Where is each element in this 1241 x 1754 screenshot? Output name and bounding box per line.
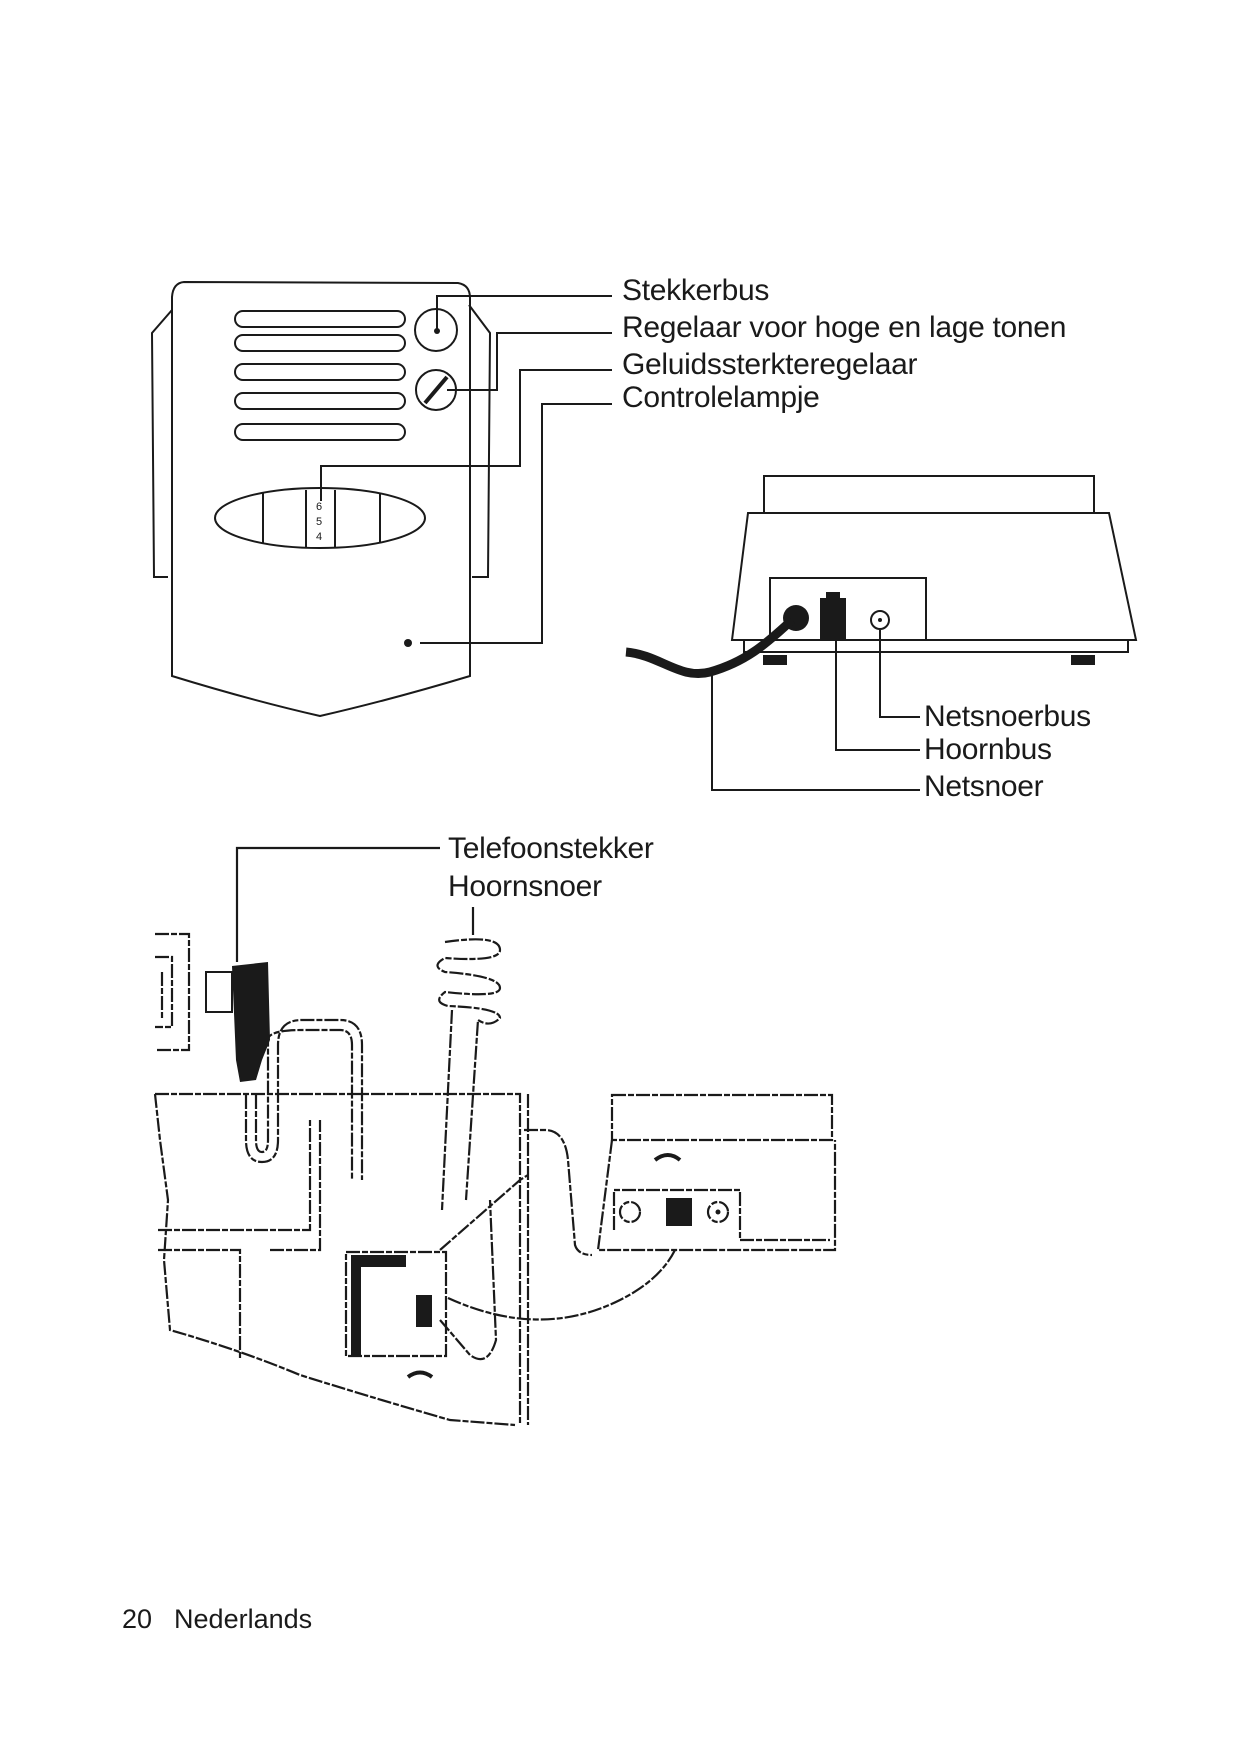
callout-indicator-lamp: Controlelampje	[622, 381, 820, 414]
modular-jack-icon	[820, 598, 846, 640]
leader-tone	[447, 332, 612, 391]
grille-slot	[234, 363, 406, 381]
leader-volume	[320, 369, 612, 501]
telephone-plug	[232, 962, 270, 1082]
wheel-digit: 5	[316, 516, 322, 528]
leader-netsnoer	[711, 675, 920, 791]
grille-slot	[234, 334, 406, 352]
callout-hoornsnoer: Hoornsnoer	[448, 870, 602, 903]
page-number: 20	[122, 1604, 153, 1634]
callout-hoornbus: Hoornbus	[924, 733, 1052, 766]
handset-icon	[406, 1370, 434, 1379]
tone-knob-indicator	[423, 375, 449, 405]
callout-telefoonstekker: Telefoonstekker	[448, 832, 654, 865]
leader-telefoonstekker	[235, 846, 440, 962]
page-footer: 20 Nederlands	[122, 1604, 334, 1635]
device-left-wing	[150, 309, 173, 578]
modular-jack-icon	[666, 1198, 692, 1226]
callout-stekkerbus: Stekkerbus	[622, 274, 770, 307]
wheel-digit: 6	[316, 501, 322, 513]
handset-icon	[653, 1153, 682, 1162]
indicator-lamp	[404, 639, 412, 647]
grille-slot	[234, 392, 406, 410]
callout-netsnoerbus: Netsnoerbus	[924, 700, 1091, 733]
base-housing	[730, 512, 1138, 653]
callout-tone-control: Regelaar voor hoge en lage tonen	[622, 311, 1067, 344]
wheel-digit: 4	[316, 531, 322, 543]
device-right-wing	[468, 304, 492, 578]
leader-netsnoerbus	[879, 630, 920, 718]
grille-slot	[234, 310, 406, 328]
leader-lamp	[420, 403, 612, 644]
rear-panel	[769, 577, 927, 640]
base-foot	[763, 655, 787, 665]
power-cord	[625, 616, 796, 678]
grille-slot	[234, 423, 406, 441]
leader-hoornbus	[835, 640, 920, 751]
callout-volume-control: Geluidssterkteregelaar	[622, 348, 918, 381]
callout-netsnoer: Netsnoer	[924, 770, 1044, 803]
leader-stekkerbus	[436, 295, 612, 331]
dc-socket-icon	[870, 610, 890, 630]
page-language: Nederlands	[174, 1604, 313, 1634]
base-top-plate	[763, 475, 1095, 514]
device-body	[171, 280, 471, 718]
base-foot	[1071, 655, 1095, 665]
